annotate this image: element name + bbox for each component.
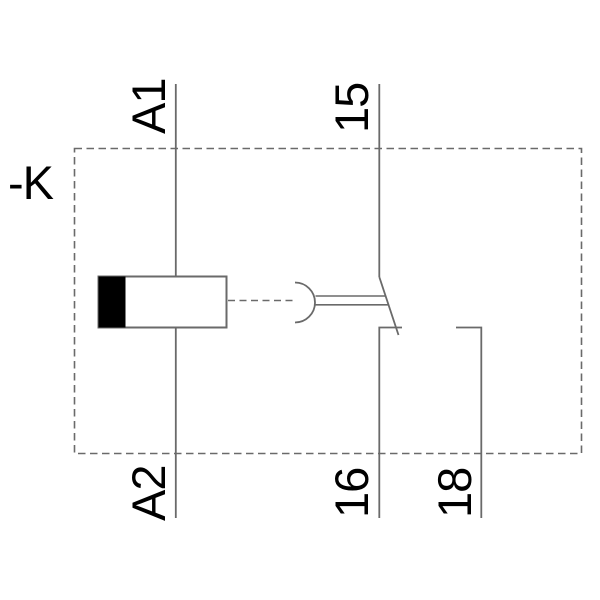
terminal-15-label: 15 (325, 82, 378, 133)
terminal-18-label: 18 (428, 467, 481, 518)
terminal-16-line (378, 326, 402, 518)
armature-fork-arc (294, 281, 316, 324)
terminal-18-line (456, 326, 483, 518)
contact-lever (378, 276, 400, 336)
device-tag-label: -K (8, 156, 54, 209)
coil-black-band (98, 276, 126, 328)
terminal-a2-label: A2 (122, 465, 175, 522)
terminal-16-label: 16 (325, 467, 378, 518)
terminal-a1-label: A1 (122, 78, 175, 135)
dashed-enclosure-border (73, 147, 583, 455)
